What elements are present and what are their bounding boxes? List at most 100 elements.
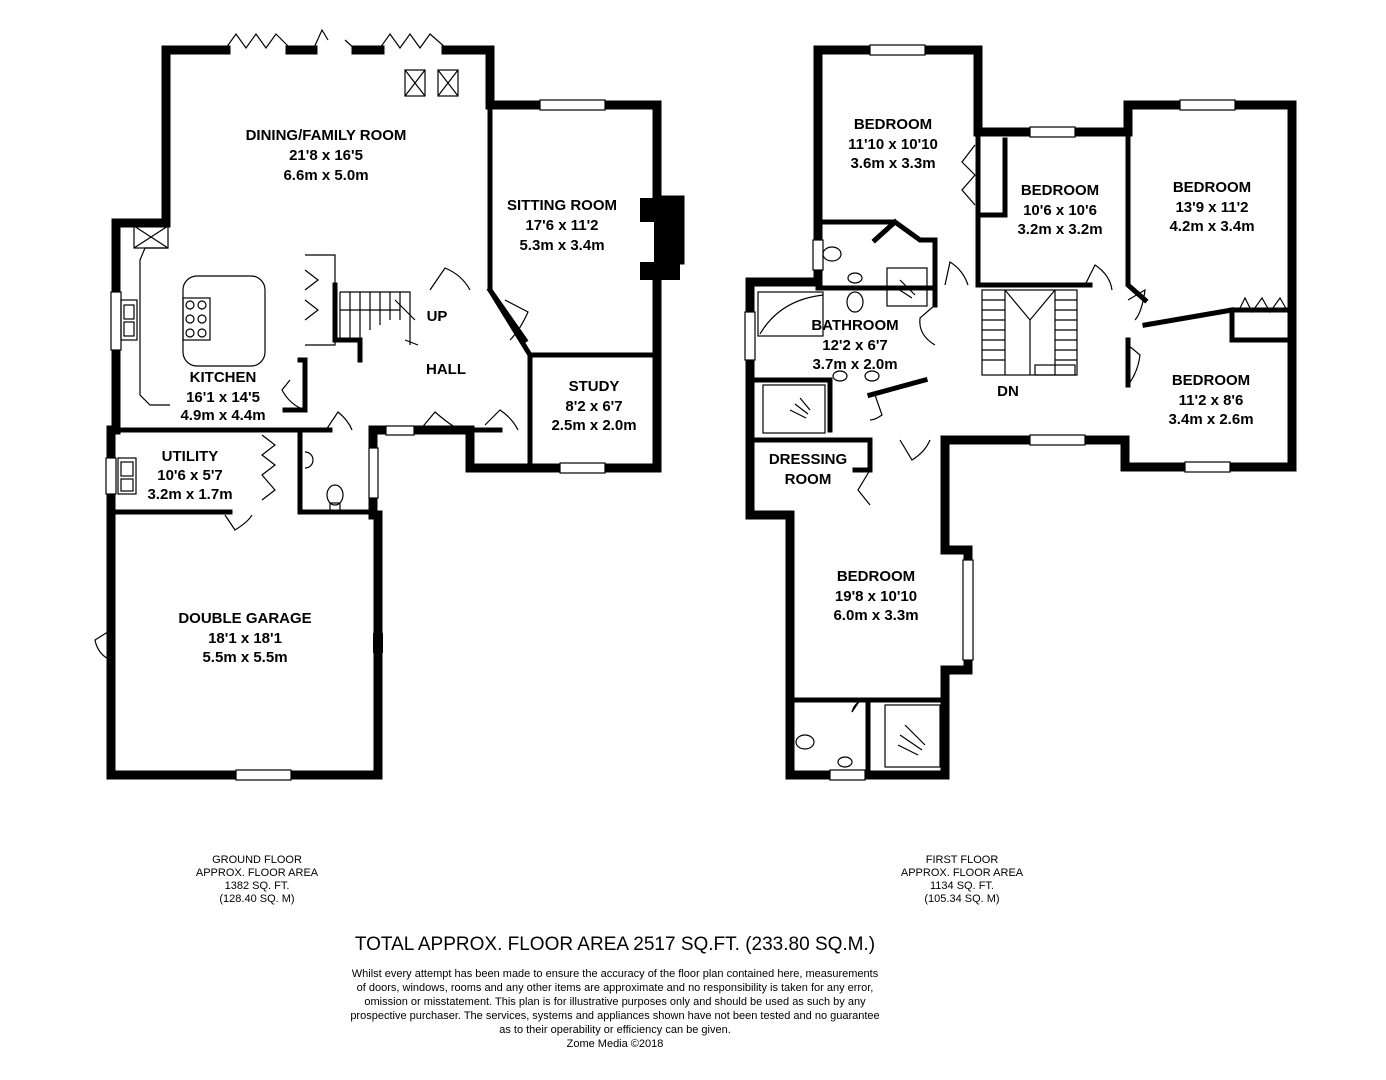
first-floor-caption-line: (105.34 SQ. M) bbox=[924, 893, 1000, 905]
room-name-study: STUDY bbox=[569, 378, 620, 395]
room-name-kitchen: KITCHEN bbox=[190, 369, 257, 386]
stair-up-label: UP bbox=[427, 308, 448, 325]
bedroom1-wardrobe bbox=[961, 144, 976, 206]
room-metric-garage: 5.5m x 5.5m bbox=[202, 649, 287, 666]
kitchen-sink-icon bbox=[120, 299, 138, 341]
room-imperial-sitting: 17'6 x 11'2 bbox=[525, 217, 598, 234]
first-floor-caption-line: 1134 SQ. FT. bbox=[930, 880, 994, 892]
hall-window bbox=[385, 425, 415, 436]
basin-toilet-icons bbox=[795, 246, 880, 768]
bathroom-window bbox=[744, 311, 756, 361]
room-name-dressing: DRESSING bbox=[769, 451, 847, 468]
wc-window bbox=[368, 447, 379, 499]
room-metric-bedroom4: 3.4m x 2.6m bbox=[1168, 411, 1253, 428]
total-floor-area: TOTAL APPROX. FLOOR AREA 2517 SQ.FT. (23… bbox=[354, 934, 876, 955]
first-floor-doors bbox=[851, 261, 1146, 713]
room-name-bedroom3: BEDROOM bbox=[1173, 179, 1251, 196]
bifold-door-right bbox=[379, 32, 447, 50]
kitchen-window bbox=[110, 291, 122, 351]
room-imperial-dining: 21'8 x 16'5 bbox=[289, 147, 363, 164]
first-floor-caption-line: FIRST FLOOR bbox=[925, 854, 999, 866]
copyright: Zome Media ©2018 bbox=[566, 1038, 664, 1050]
first-staircase-icon bbox=[981, 289, 1078, 376]
room-metric-kitchen: 4.9m x 4.4m bbox=[180, 407, 265, 424]
room-name-bedroom4: BEDROOM bbox=[1172, 372, 1250, 389]
room-name-dining: DINING/FAMILY ROOM bbox=[246, 127, 407, 144]
toilet-icon bbox=[304, 451, 344, 512]
sitting-room-window bbox=[539, 99, 606, 111]
room-imperial-utility: 10'6 x 5'7 bbox=[157, 467, 223, 484]
room-name-garage: DOUBLE GARAGE bbox=[178, 610, 311, 627]
utility-window bbox=[105, 457, 117, 495]
room-imperial-bedroom1: 11'10 x 10'10 bbox=[848, 136, 938, 153]
room-imperial-bedroom2: 10'6 x 10'6 bbox=[1023, 202, 1097, 219]
stair-down-label: DN bbox=[997, 383, 1019, 400]
room-metric-sitting: 5.3m x 3.4m bbox=[519, 237, 604, 254]
ground-floor-labels: DINING/FAMILY ROOM 21'8 x 16'5 6.6m x 5.… bbox=[147, 127, 636, 666]
room-metric-study: 2.5m x 2.0m bbox=[551, 417, 636, 434]
room-metric-dining: 6.6m x 5.0m bbox=[283, 167, 368, 184]
study-window bbox=[559, 462, 606, 474]
fireplace-opening bbox=[640, 222, 654, 262]
disclaimer-line: prospective purchaser. The services, sys… bbox=[350, 1010, 880, 1022]
room-metric-bedroom3: 4.2m x 3.4m bbox=[1169, 218, 1254, 235]
disclaimer: Whilst every attempt has been made to en… bbox=[315, 967, 915, 1051]
room-imperial-garage: 18'1 x 18'1 bbox=[208, 630, 282, 647]
room-imperial-bedroom4: 11'2 x 8'6 bbox=[1179, 392, 1244, 409]
kitchen-island bbox=[182, 275, 266, 367]
room-name-sitting: SITTING ROOM bbox=[507, 197, 617, 214]
bifold-door-left bbox=[225, 32, 291, 50]
room-imperial-bedroom3: 13'9 x 11'2 bbox=[1175, 199, 1248, 216]
ground-floor-doors bbox=[94, 267, 529, 661]
room-imperial-main-bedroom: 19'8 x 10'10 bbox=[835, 588, 917, 605]
disclaimer-line: omission or misstatement. This plan is f… bbox=[364, 996, 866, 1008]
room-metric-main-bedroom: 6.0m x 3.3m bbox=[833, 607, 918, 624]
bath-icon bbox=[757, 291, 824, 337]
utility-cupboard bbox=[261, 434, 276, 501]
disclaimer-line: Whilst every attempt has been made to en… bbox=[351, 968, 879, 980]
main-bedroom-bay-window bbox=[962, 559, 974, 661]
bedroom4-window bbox=[1184, 461, 1231, 473]
room-name-bedroom2: BEDROOM bbox=[1021, 182, 1099, 199]
sitting-room-partition bbox=[486, 286, 529, 344]
ground-floor-caption-line: 1382 SQ. FT. bbox=[224, 880, 290, 892]
hall-cupboard bbox=[304, 254, 336, 346]
garage-window bbox=[235, 769, 292, 781]
room-name-utility: UTILITY bbox=[162, 448, 219, 465]
first-floor-caption: FIRST FLOOR APPROX. FLOOR AREA 1134 SQ. … bbox=[872, 854, 1052, 906]
bedroom2-window bbox=[1029, 126, 1076, 138]
bedroom3-window bbox=[1179, 99, 1236, 111]
shower-icon bbox=[762, 267, 941, 768]
ground-floor-caption-line: GROUND FLOOR bbox=[212, 854, 302, 866]
roof-light-icons bbox=[133, 69, 459, 249]
room-name-dressing-line2: ROOM bbox=[785, 471, 832, 488]
ground-floor-caption-line: APPROX. FLOOR AREA bbox=[195, 867, 319, 879]
room-metric-bedroom2: 3.2m x 3.2m bbox=[1017, 221, 1102, 238]
first-floor-outer-wall bbox=[745, 45, 1297, 780]
room-name-bedroom1: BEDROOM bbox=[854, 116, 932, 133]
room-imperial-study: 8'2 x 6'7 bbox=[565, 398, 622, 415]
first-floor-plan bbox=[744, 44, 1297, 781]
ground-staircase-icon bbox=[339, 291, 419, 346]
first-floor-caption-line: APPROX. FLOOR AREA bbox=[900, 867, 1024, 879]
kitchen-worktop bbox=[139, 247, 170, 406]
first-floor-labels: BEDROOM 11'10 x 10'10 3.6m x 3.3m BEDROO… bbox=[769, 116, 1255, 624]
first-floor-internal-walls bbox=[747, 129, 1295, 778]
ensuite-window bbox=[829, 769, 866, 781]
hob-icon bbox=[182, 297, 211, 341]
bedroom3-wardrobe bbox=[1237, 296, 1289, 314]
room-imperial-kitchen: 16'1 x 14'5 bbox=[186, 389, 260, 406]
room-metric-utility: 3.2m x 1.7m bbox=[147, 486, 232, 503]
utility-sink-icon bbox=[117, 457, 137, 495]
bedroom1-window bbox=[869, 44, 926, 56]
room-metric-bathroom: 3.7m x 2.0m bbox=[812, 356, 897, 373]
ground-floor-caption-line: (128.40 SQ. M) bbox=[219, 893, 295, 905]
room-metric-bedroom1: 3.6m x 3.3m bbox=[850, 155, 935, 172]
room-name-bathroom: BATHROOM bbox=[811, 317, 898, 334]
landing-window bbox=[1029, 434, 1086, 446]
ground-floor-caption: GROUND FLOOR APPROX. FLOOR AREA 1382 SQ.… bbox=[167, 854, 347, 906]
room-name-main-bedroom: BEDROOM bbox=[837, 568, 915, 585]
room-name-hall: HALL bbox=[426, 361, 466, 378]
ground-floor-plan bbox=[94, 28, 685, 781]
